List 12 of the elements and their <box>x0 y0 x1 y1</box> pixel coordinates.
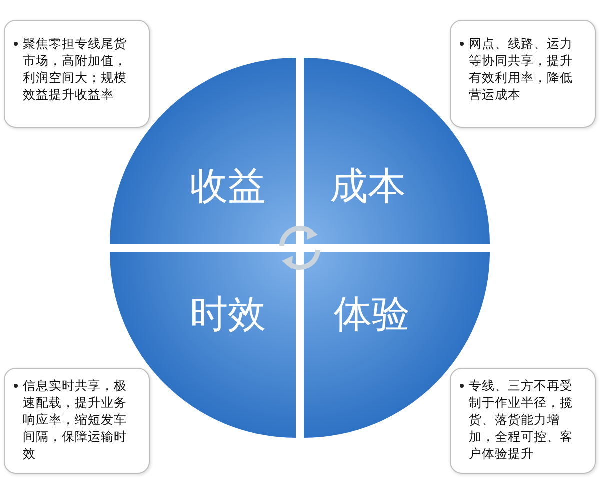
bullet-text: 聚焦零担专线尾货市场，高附加值，利润空间大；规模效益提升收益率 <box>23 36 127 102</box>
bullet-text: 网点、线路、运力等协同共享，提升有效利用率，降低营运成本 <box>469 36 573 102</box>
note-card <box>450 20 596 128</box>
quadrant-label: 成本 <box>330 163 406 209</box>
note-card <box>450 368 596 474</box>
bullet-text: 专线、三方不再受制于作业半径，揽货、落货能力增加，全程可控、客户体验提升 <box>469 378 573 461</box>
bullet-text: 信息实时共享，极速配载，提升业务响应率，缩短发车间隔，保障运输时效 <box>23 378 127 461</box>
quadrant-label: 收益 <box>190 163 266 209</box>
quadrant-label: 时效 <box>190 291 266 337</box>
note-card <box>4 20 150 128</box>
note-card <box>4 368 150 474</box>
quadrant-label: 体验 <box>334 291 410 337</box>
